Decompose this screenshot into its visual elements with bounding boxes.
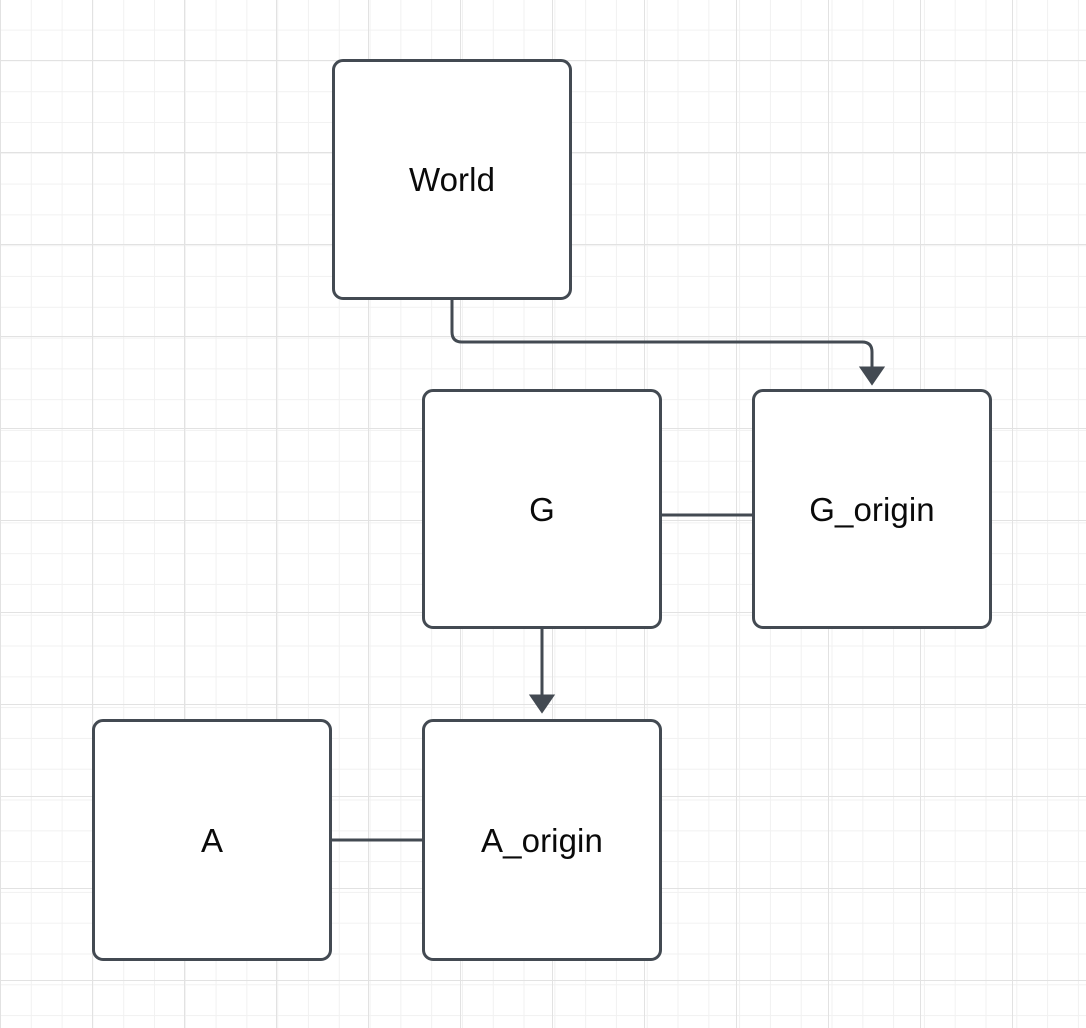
- edge-world-to-g-origin: [450, 300, 886, 386]
- node-g-label: G: [529, 490, 555, 528]
- node-world-label: World: [408, 161, 496, 198]
- node-a-label: A: [200, 821, 224, 859]
- node-a-origin-label: A_origin: [481, 821, 603, 859]
- node-world[interactable]: World: [332, 59, 572, 300]
- node-g-origin-label: G_origin: [809, 490, 935, 528]
- node-a-origin[interactable]: A_origin: [422, 719, 662, 961]
- node-g[interactable]: G: [422, 389, 662, 629]
- node-g-origin[interactable]: G_origin: [752, 389, 992, 629]
- node-a[interactable]: A: [92, 719, 332, 961]
